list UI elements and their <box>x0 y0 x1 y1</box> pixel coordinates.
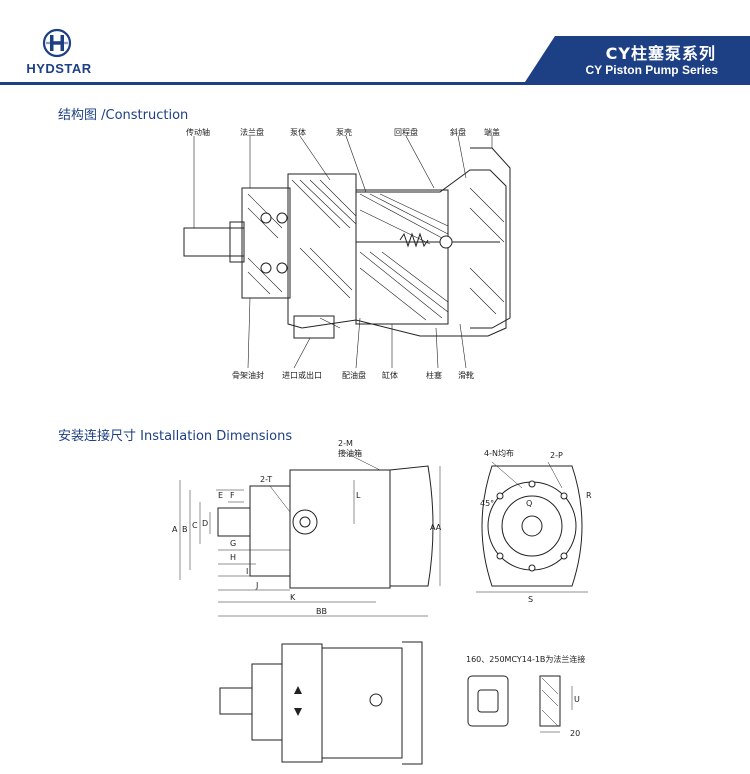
label-slipper: 滑靴 <box>458 370 474 380</box>
dim-s: S <box>528 595 533 604</box>
dim-e: E <box>218 491 223 500</box>
dim-k: K <box>290 593 296 602</box>
dim-2-t: 2-T <box>260 475 272 484</box>
label-swash-plate: 斜盘 <box>450 128 466 137</box>
label-inlet-outlet: 进口或出口 <box>282 370 322 380</box>
dim-r: R <box>586 491 592 500</box>
flange-note: 160、250MCY14-1B为法兰连接 <box>466 655 586 664</box>
dim-f: F <box>230 491 235 500</box>
label-return-plate: 回程盘 <box>394 128 418 137</box>
label-drive-shaft: 传动轴 <box>186 128 210 137</box>
pump-body <box>287 169 507 337</box>
dim-h: H <box>230 553 236 562</box>
dim-b: B <box>182 525 188 534</box>
series-title-cn: CY柱塞泵系列 <box>605 44 716 63</box>
dim-l: L <box>356 491 361 500</box>
dim-q: Q <box>526 499 532 508</box>
installation-heading: 安装连接尺寸 Installation Dimensions <box>58 429 293 444</box>
end-view-drawing: 4-N均布 2-P 45° R S Q <box>476 448 592 604</box>
label-oil-seal: 骨架油封 <box>232 370 264 380</box>
label-cylinder: 缸体 <box>382 370 398 380</box>
dim-2-m: 2-M <box>338 440 353 448</box>
dim-i: I <box>246 567 248 576</box>
page-header: HYDSTAR CY柱塞泵系列 CY Piston Pump Series <box>0 0 750 88</box>
dim-g: G <box>230 539 236 548</box>
dim-20: 20 <box>570 729 580 738</box>
flange-detail-drawing: U 20 <box>467 675 580 738</box>
brand-name: HYDSTAR <box>26 61 92 76</box>
label-plunger: 柱塞 <box>426 370 442 380</box>
title-banner <box>525 36 750 82</box>
dim-2-p: 2-P <box>550 451 563 460</box>
dim-d: D <box>202 519 208 528</box>
drive-shaft <box>183 227 245 257</box>
dim-4-n: 4-N均布 <box>484 448 514 458</box>
dim-bb: BB <box>316 607 327 616</box>
label-pump-body: 泵体 <box>290 128 306 137</box>
dim-j: J <box>255 581 258 590</box>
construction-heading: 结构图 /Construction <box>58 108 189 123</box>
dim-a: A <box>172 525 178 534</box>
dim-c: C <box>192 521 198 530</box>
dim-45-deg: 45° <box>480 499 494 508</box>
hydstar-logo-icon <box>42 28 72 58</box>
header-rule <box>0 82 750 85</box>
construction-drawing: 传动轴 法兰盘 泵体 泵壳 回程盘 斜盘 端盖 骨架油封 进口或出口 配油盘 缸… <box>183 128 511 380</box>
label-flange: 法兰盘 <box>240 128 264 137</box>
dim-tank-connection: 接油箱 <box>338 448 362 458</box>
label-end-cover: 端盖 <box>484 128 500 137</box>
label-pump-housing: 泵壳 <box>336 128 352 137</box>
hydstar-logo: HYDSTAR <box>14 28 104 80</box>
label-port-plate: 配油盘 <box>342 370 366 380</box>
dim-aa: AA <box>430 523 442 532</box>
bottom-view-drawing <box>219 641 423 765</box>
series-title-en: CY Piston Pump Series <box>585 63 719 77</box>
dim-u: U <box>574 695 580 704</box>
side-view-drawing: 2-M 接油箱 2-T L F E A B C D G H I J K BB A… <box>172 440 442 617</box>
